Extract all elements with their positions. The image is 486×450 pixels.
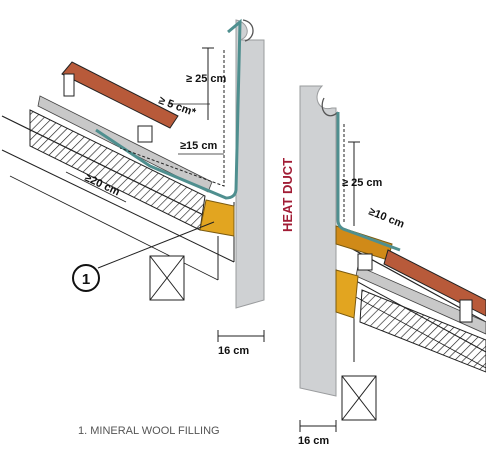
right-duct-width-dim: 16 cm (298, 435, 329, 447)
right-mineral-wool (335, 269, 359, 319)
left-mineral-wool (199, 199, 235, 237)
right-batten (357, 253, 373, 271)
callout-1-label: 1 (82, 271, 90, 288)
heat-duct-label: HEAT DUCT (280, 158, 295, 232)
left-rafter-support (149, 255, 185, 301)
right-insulation-layer (359, 289, 486, 373)
right-detail: ≥ 25 cm ≥10 cm 16 cm (298, 85, 486, 447)
left-flashing (95, 18, 242, 200)
left-flashing-dim: ≥15 cm (180, 140, 217, 152)
legend-caption: 1. MINERAL WOOL FILLING (78, 425, 220, 437)
right-flashing (336, 112, 401, 252)
right-upstand-dim: ≥ 25 cm (342, 177, 383, 189)
right-overlap-dim: ≥10 cm (367, 206, 406, 231)
left-batten (63, 73, 75, 97)
left-detail: 1 ≥ 25 cm ≥ 5 cm* ≥15 cm ≥20 cm 16 cm (1, 18, 265, 357)
left-batten-2 (137, 125, 153, 143)
callout-1-circle (72, 264, 100, 292)
right-batten-2 (459, 299, 473, 323)
right-heat-duct (299, 85, 337, 397)
left-upstand-dim: ≥ 25 cm (186, 73, 227, 85)
right-underlay-strip (355, 265, 486, 335)
right-rafter-support (341, 375, 377, 421)
left-roof-tile (61, 61, 179, 129)
left-duct-width-dim: 16 cm (218, 345, 249, 357)
